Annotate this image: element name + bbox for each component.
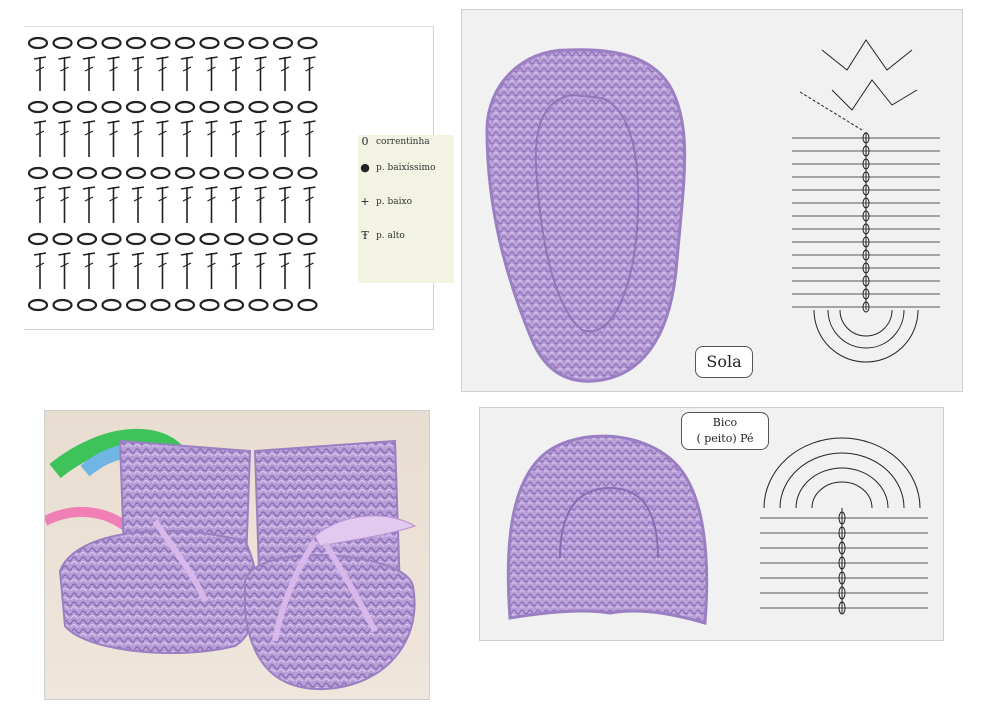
chain-symbol-icon: 0 xyxy=(361,135,369,148)
ribbon-bow xyxy=(314,515,417,547)
legend-label: p. baixíssimo xyxy=(376,162,436,173)
toe-diagram xyxy=(760,437,928,615)
sole-photo xyxy=(485,48,687,383)
toe-label-line2: ( peito) Pé xyxy=(696,432,754,445)
toe-illustration xyxy=(506,434,928,625)
legend-item-double-crochet: Ŧ p. alto xyxy=(358,229,405,242)
stitch-chart xyxy=(27,36,318,312)
double-crochet-symbol-icon: Ŧ xyxy=(361,229,369,242)
sole-illustration xyxy=(485,39,940,383)
slip-stitch-symbol-icon: ● xyxy=(360,161,370,174)
toe-label-line1: Bico xyxy=(712,416,738,429)
chain-row xyxy=(27,100,318,114)
single-crochet-symbol-icon: + xyxy=(360,195,370,208)
sole-label: Sola xyxy=(695,346,753,378)
right-bootie xyxy=(244,439,416,691)
chain-row xyxy=(27,298,318,312)
legend-item-chain: 0 correntinha xyxy=(358,135,430,148)
toe-panel: Bico ( peito) Pé xyxy=(479,407,944,641)
double-crochet-row xyxy=(33,120,316,157)
sole-diagram xyxy=(792,39,940,363)
toe-photo xyxy=(506,434,709,625)
double-crochet-row xyxy=(33,252,316,289)
double-crochet-row xyxy=(33,186,316,223)
stitch-legend: 0 correntinha ● p. baixíssimo + p. baixo… xyxy=(358,135,454,283)
chain-row xyxy=(27,166,318,180)
toe-label: Bico ( peito) Pé xyxy=(681,412,769,450)
booties-photo xyxy=(44,410,430,700)
legend-label: p. baixo xyxy=(376,196,412,207)
chain-row xyxy=(27,232,318,246)
legend-label: correntinha xyxy=(376,136,430,147)
stitch-pattern-chart-panel: 0 correntinha ● p. baixíssimo + p. baixo… xyxy=(24,26,454,330)
legend-label: p. alto xyxy=(376,230,405,241)
chain-row xyxy=(27,36,318,50)
double-crochet-row xyxy=(33,56,316,91)
sole-panel: Sola xyxy=(461,9,963,392)
legend-item-slip-stitch: ● p. baixíssimo xyxy=(358,161,436,174)
legend-item-single-crochet: + p. baixo xyxy=(358,195,412,208)
